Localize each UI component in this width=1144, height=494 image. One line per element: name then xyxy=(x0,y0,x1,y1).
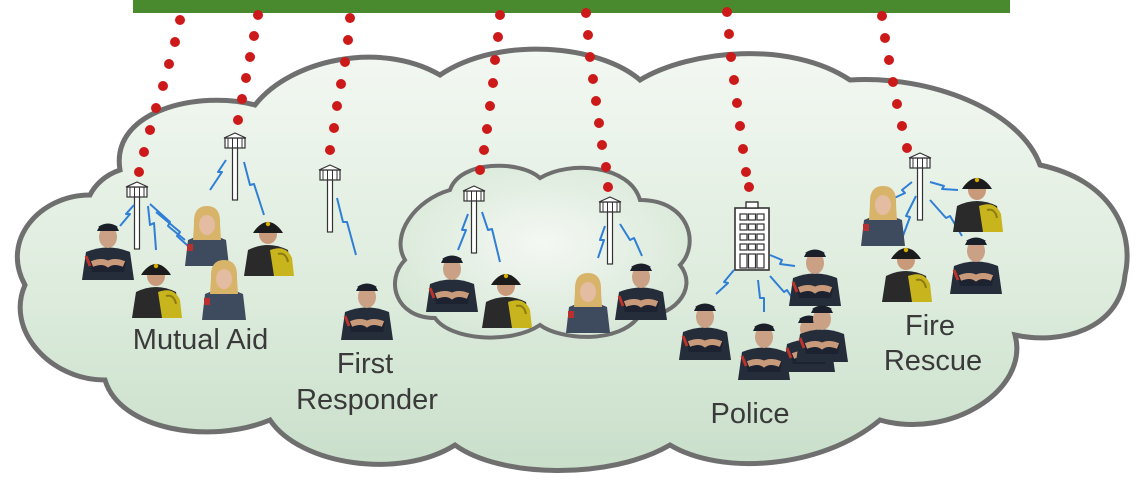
uplink-first-responder xyxy=(325,13,355,155)
uplink-dots xyxy=(134,7,912,192)
uplink-mutual-aid-2 xyxy=(233,10,263,125)
wireless-link-icon xyxy=(597,225,606,259)
wireless-link-icon xyxy=(899,195,917,245)
label-mutual-aid: Mutual Aid xyxy=(132,324,269,356)
wireless-link-icon xyxy=(243,161,265,216)
wireless-link-icon xyxy=(715,269,735,295)
label-fire-rescue-line2: Rescue xyxy=(883,345,983,377)
uplink-inner-2 xyxy=(581,8,613,192)
wireless-link-icon xyxy=(147,205,157,251)
wireless-link-icon xyxy=(769,254,796,267)
wireless-link-icon xyxy=(929,181,959,191)
wireless-link-icon xyxy=(457,213,469,251)
wireless-link-icon xyxy=(209,159,227,191)
label-police: Police xyxy=(710,398,790,430)
wireless-link-icon xyxy=(757,279,765,312)
uplink-inner-1 xyxy=(475,10,505,175)
wireless-link-icon xyxy=(119,204,135,227)
wireless-link-icon xyxy=(481,211,501,263)
uplink-mutual-aid-1 xyxy=(134,15,185,177)
building-icon xyxy=(734,201,770,271)
wireless-link-icon xyxy=(619,223,643,257)
backbone-bar xyxy=(133,0,1010,13)
label-first-responder-line1: First xyxy=(336,348,394,380)
wireless-link-icon xyxy=(336,197,357,256)
uplink-police xyxy=(722,7,754,192)
label-first-responder-line2: Responder xyxy=(296,384,438,416)
wireless-link-icon xyxy=(889,181,913,201)
label-fire-rescue-line1: Fire xyxy=(905,310,955,342)
uplink-fire-rescue xyxy=(877,11,912,153)
